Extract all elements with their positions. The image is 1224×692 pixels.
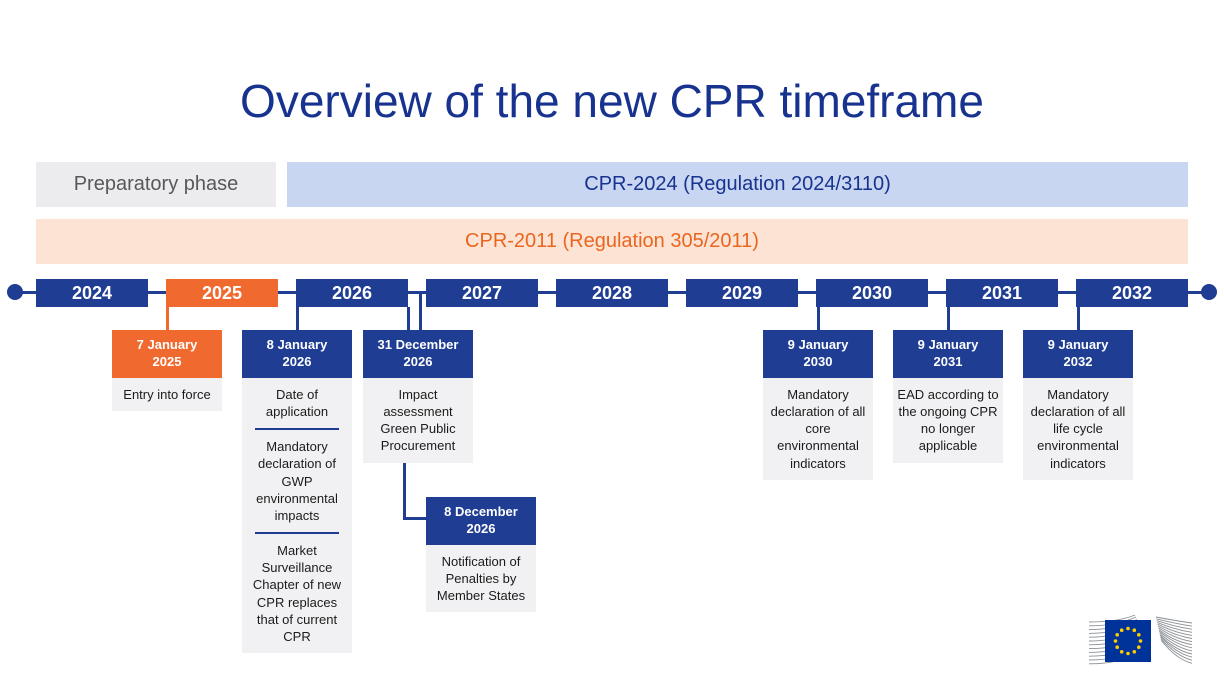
page-title: Overview of the new CPR timeframe	[240, 75, 984, 127]
year-box-2032: 2032	[1076, 279, 1188, 307]
connector-2030	[817, 307, 820, 331]
cpr-2011-phase-bar: CPR-2011 (Regulation 305/2011)	[36, 219, 1188, 264]
event-date: 31 December 2026	[363, 330, 473, 378]
connector-31dec2026-a	[407, 307, 410, 331]
connector-8dec2026-horizontal	[403, 517, 427, 520]
event-date: 9 January 2030	[763, 330, 873, 378]
timeline-start-dot	[7, 284, 23, 300]
event-date: 8 January 2026	[242, 330, 352, 378]
event-description: EAD according to the ongoing CPR no long…	[893, 378, 1003, 463]
connector-2032	[1077, 307, 1080, 331]
event-date: 9 January 2032	[1023, 330, 1133, 378]
event-31-december-2026: 31 December 2026 Impact assessment Green…	[363, 330, 473, 463]
year-box-2031: 2031	[946, 279, 1058, 307]
section-divider	[255, 532, 339, 535]
event-8-january-2026: 8 January 2026 Date of application Manda…	[242, 330, 352, 654]
preparatory-phase-bar: Preparatory phase	[36, 162, 276, 207]
connector-8dec2026-vertical	[403, 455, 406, 520]
cpr-2024-phase-bar: CPR-2024 (Regulation 2024/3110)	[287, 162, 1188, 207]
cpr-2024-phase-label: CPR-2024 (Regulation 2024/3110)	[584, 173, 891, 195]
year-box-2029: 2029	[686, 279, 798, 307]
event-date: 8 December 2026	[426, 497, 536, 545]
event-8-december-2026: 8 December 2026 Notification of Penaltie…	[426, 497, 536, 613]
event-description: Notification of Penalties by Member Stat…	[426, 545, 536, 613]
year-box-2024: 2024	[36, 279, 148, 307]
event-description: Entry into force	[112, 378, 222, 412]
connector-2031	[947, 307, 950, 331]
event-date: 7 January 2025	[112, 330, 222, 378]
event-description: Impact assessment Green Public Procureme…	[363, 378, 473, 463]
event-date: 9 January 2031	[893, 330, 1003, 378]
event-9-january-2031: 9 January 2031 EAD according to the ongo…	[893, 330, 1003, 463]
eu-flag-icon	[1088, 614, 1193, 665]
timeline-end-dot	[1201, 284, 1217, 300]
event-9-january-2032: 9 January 2032 Mandatory declaration of …	[1023, 330, 1133, 480]
event-description: Mandatory declaration of all life cycle …	[1023, 378, 1133, 480]
event-9-january-2030: 9 January 2030 Mandatory declaration of …	[763, 330, 873, 480]
year-box-2028: 2028	[556, 279, 668, 307]
year-box-2026: 2026	[296, 279, 408, 307]
european-commission-logo	[1088, 612, 1194, 679]
year-box-2025: 2025	[166, 279, 278, 307]
year-box-2030: 2030	[816, 279, 928, 307]
connector-31dec2026-b	[419, 292, 422, 331]
event-item: Market Surveillance Chapter of new CPR r…	[252, 543, 342, 644]
event-7-january-2025: 7 January 2025 Entry into force	[112, 330, 222, 412]
event-description: Mandatory declaration of all core enviro…	[763, 378, 873, 480]
event-item: Date of application	[265, 387, 329, 420]
event-item: Mandatory declaration of GWP environment…	[256, 439, 338, 523]
connector-8jan2026	[296, 307, 299, 331]
preparatory-phase-label: Preparatory phase	[73, 173, 239, 195]
year-box-2027: 2027	[426, 279, 538, 307]
cpr-2011-phase-label: CPR-2011 (Regulation 305/2011)	[465, 230, 759, 252]
event-description: Date of application Mandatory declaratio…	[242, 378, 352, 654]
connector-2025	[166, 307, 169, 331]
section-divider	[255, 428, 339, 431]
